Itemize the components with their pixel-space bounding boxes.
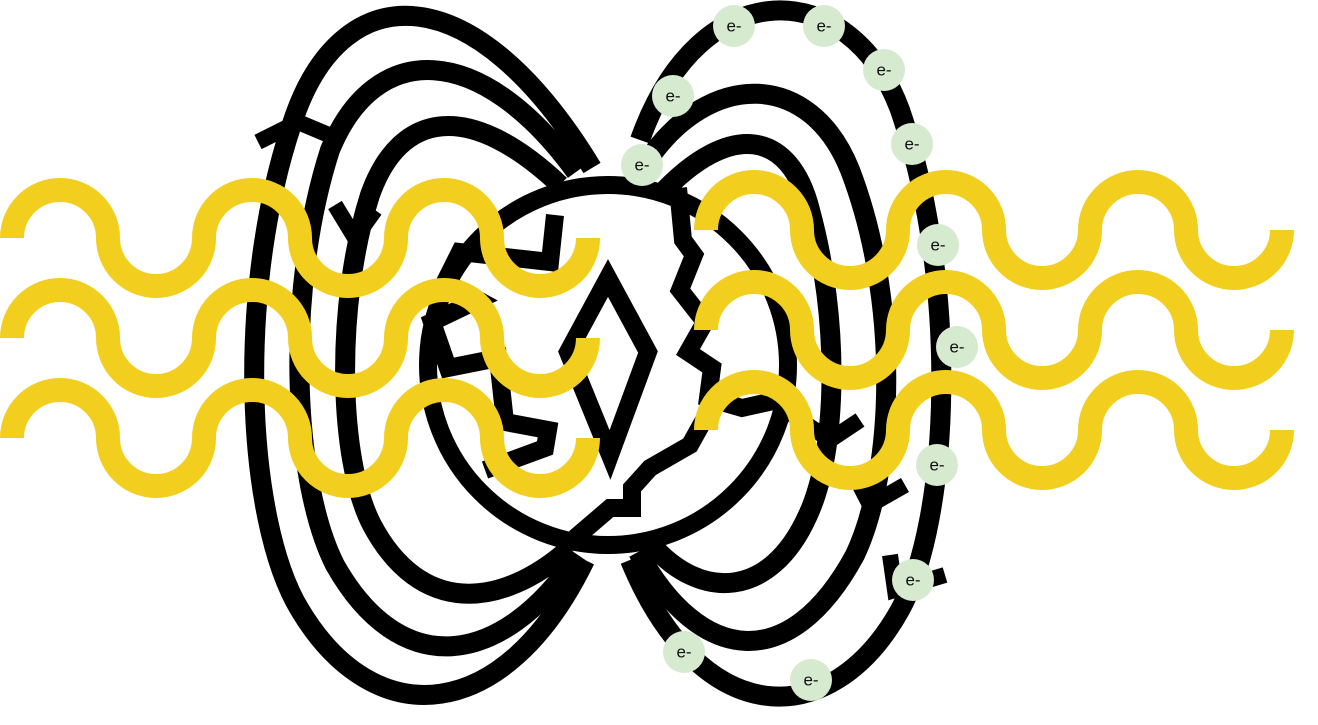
electron-label: e- [726,17,741,36]
electron-badge: e- [916,444,958,486]
electron-badge: e- [652,75,694,117]
electron-label: e- [634,156,649,175]
electron-badge: e- [663,631,705,673]
wave-icon [706,182,1282,278]
electron-label: e- [904,135,919,154]
electron-label: e- [930,236,945,255]
electron-badge: e- [621,144,663,186]
electron-label: e- [876,61,891,80]
electron-badge: e- [936,326,978,368]
electron-badge: e- [891,123,933,165]
wave-icon [706,382,1282,478]
electron-label: e- [816,17,831,36]
electron-badge: e- [803,5,845,47]
wave-icon [12,190,588,286]
electron-badge: e- [790,659,832,701]
electron-label: e- [665,87,680,106]
electron-badge: e- [713,5,755,47]
electron-badge: e- [917,224,959,266]
electron-badge: e- [892,559,934,601]
electron-label: e- [949,338,964,357]
electron-badge: e- [863,49,905,91]
electron-label: e- [803,671,818,690]
electron-label: e- [929,456,944,475]
electron-label: e- [676,643,691,662]
electron-label: e- [905,571,920,590]
wave-icon [12,290,588,386]
